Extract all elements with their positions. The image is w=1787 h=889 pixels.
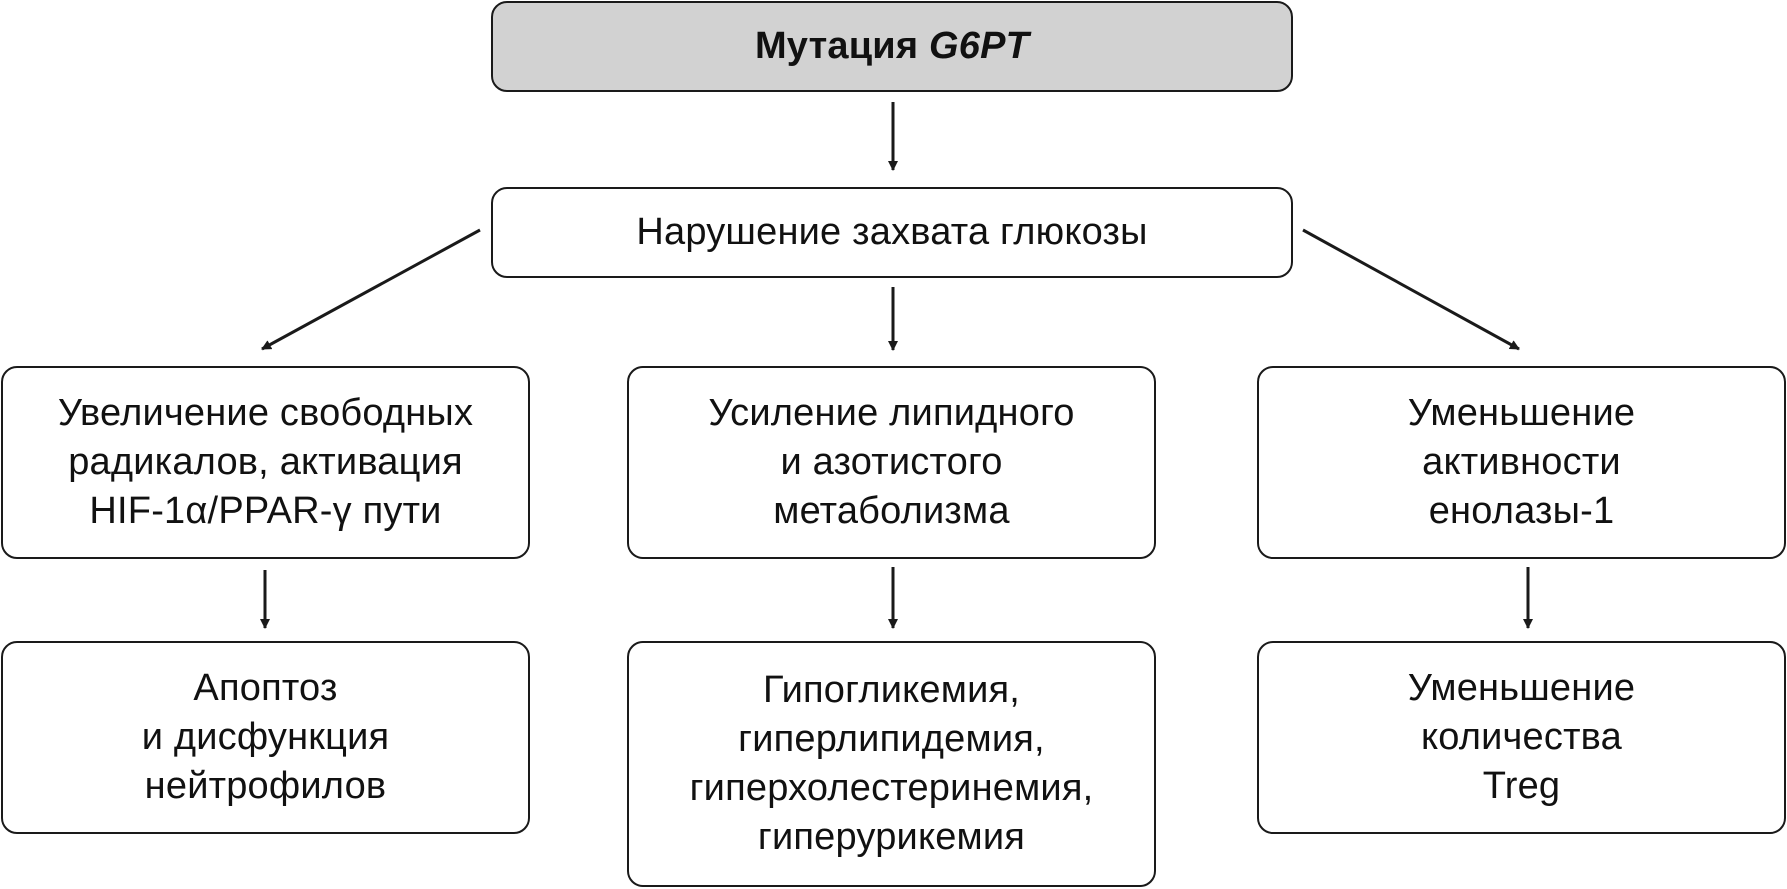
effect-box-left: Увеличение свободных радикалов, активаци… [1,366,530,559]
arrow-mid-to-effect-right [1302,228,1520,351]
outcome-right-line: количества [1421,716,1622,758]
effect-right-line: Уменьшение [1407,392,1636,434]
outcome-left-line: Апоптоз [193,667,338,709]
effect-right-line: енолазы-1 [1428,490,1615,532]
effect-box-center: Усиление липидного и азотистого метаболи… [627,366,1156,559]
mid-line: Нарушение захвата глюкозы [636,211,1148,253]
mid-box: Нарушение захвата глюкозы [491,187,1293,278]
outcome-left-line: и дисфункция [141,716,390,758]
root-box: Мутация G6PT [491,1,1293,92]
gene-name: G6PT [929,25,1030,67]
outcome-left-line: нейтрофилов [144,765,387,807]
root-label-prefix: Мутация [754,25,929,67]
effect-left-line: радикалов, активация [68,441,463,483]
effect-left-line: HIF-1α/PPAR-γ пути [89,490,442,532]
effect-center-line: метаболизма [773,490,1010,532]
outcome-center-line: гиперурикемия [757,816,1026,858]
arrow-mid-to-effect-left [261,228,481,351]
effect-box-right: Уменьшение активности енолазы-1 [1257,366,1786,559]
outcome-box-center: Гипогликемия, гиперлипидемия, гиперхолес… [627,641,1156,887]
outcome-box-left: Апоптоз и дисфункция нейтрофилов [1,641,530,834]
outcome-center-line: гиперлипидемия, [738,718,1045,760]
effect-left-line: Увеличение свободных [57,392,474,434]
effect-center-line: и азотистого [780,441,1003,483]
outcome-box-right: Уменьшение количества Treg [1257,641,1786,834]
effect-center-line: Усиление липидного [708,392,1075,434]
outcome-center-line: гиперхолестеринемия, [689,767,1094,809]
outcome-right-line: Treg [1482,765,1561,807]
outcome-right-line: Уменьшение [1407,667,1636,709]
root-label: Мутация G6PT [755,22,1029,71]
outcome-center-line: Гипогликемия, [762,669,1021,711]
effect-right-line: активности [1422,441,1621,483]
